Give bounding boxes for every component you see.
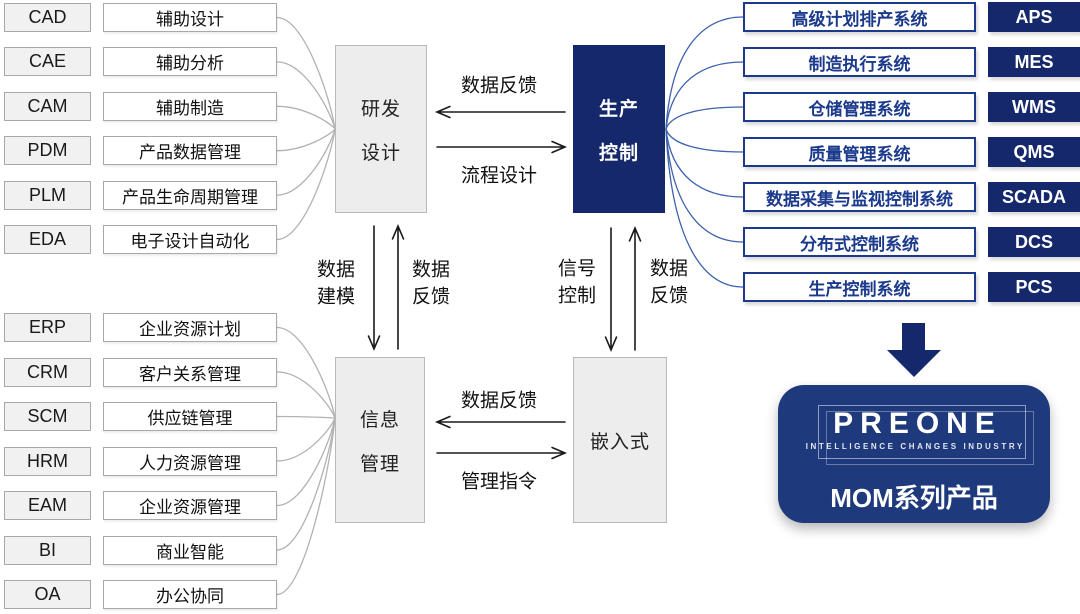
production-control-line1: 生产: [598, 98, 639, 120]
preone-tagline: INTELLIGENCE CHANGES INDUSTRY: [805, 442, 1025, 451]
curve-scm: [276, 415, 336, 419]
embedded-label: 嵌入式: [589, 431, 650, 453]
system-box-qms: 质量管理系统: [743, 137, 976, 167]
flow-arrow-process-design: [436, 140, 568, 154]
rd-design-line2: 设计: [360, 142, 401, 164]
curve-qms: [665, 128, 744, 153]
curve-dcs: [665, 128, 744, 243]
rd-design-box: 研发 设计: [335, 45, 427, 213]
production-control-line2: 控制: [598, 142, 639, 164]
flow-label-management-command: 管理指令: [460, 471, 538, 493]
flow-arrow-data-feedback-top: [434, 105, 566, 119]
curve-cae: [276, 61, 336, 130]
curve-pdm: [276, 128, 336, 152]
flow-arrow-data-feedback-left: [391, 223, 405, 350]
system-box-wms: 仓储管理系统: [743, 92, 976, 122]
curve-crm: [276, 371, 336, 419]
system-box-scada: 数据采集与监视控制系统: [743, 182, 976, 212]
product-name: MOM系列产品: [830, 483, 998, 513]
curve-aps: [665, 16, 744, 130]
flow-label-data-feedback-right: 数据反馈: [649, 258, 688, 306]
info-management-box: 信息 管理: [335, 357, 425, 523]
curve-bi: [276, 417, 336, 551]
flow-label-data-feedback-left: 数据反馈: [411, 259, 450, 307]
preone-logo-card: PREONE INTELLIGENCE CHANGES INDUSTRY MOM…: [778, 385, 1050, 523]
term-box-cae: 辅助分析: [103, 47, 277, 77]
info-management-line1: 信息: [359, 409, 400, 431]
abbr-box-crm: CRM: [4, 357, 91, 387]
term-box-cad: 辅助设计: [103, 3, 277, 32]
curve-mes: [665, 61, 744, 130]
abbr-box-cad: CAD: [4, 3, 91, 32]
logo-frame-outer: [818, 405, 1026, 459]
curve-cad: [276, 16, 336, 130]
term-box-erp: 企业资源计划: [103, 313, 277, 342]
abbr-box-erp: ERP: [4, 313, 91, 342]
abbr-box-scm: SCM: [4, 402, 91, 431]
curve-plm: [276, 128, 336, 196]
term-box-cam: 辅助制造: [103, 91, 277, 121]
curve-hrm: [276, 417, 336, 462]
flow-arrow-signal-control: [604, 227, 618, 353]
curve-eda: [276, 128, 336, 241]
system-badge-aps: APS: [988, 2, 1080, 32]
flow-label-process-design: 流程设计: [460, 165, 538, 187]
preone-wordmark: PREONE: [833, 407, 1002, 440]
term-box-pdm: 产品数据管理: [103, 136, 277, 166]
system-badge-qms: QMS: [988, 137, 1080, 167]
term-box-hrm: 人力资源管理: [103, 446, 277, 476]
flow-label-data-modeling: 数据建模: [316, 259, 355, 307]
flow-arrow-data-feedback-right: [628, 225, 642, 351]
curve-oa: [276, 417, 336, 596]
abbr-box-hrm: HRM: [4, 446, 91, 476]
embedded-box: 嵌入式: [573, 357, 667, 523]
flow-label-data-feedback-bottom: 数据反馈: [460, 390, 538, 412]
term-box-bi: 商业智能: [103, 535, 277, 565]
term-box-scm: 供应链管理: [103, 402, 277, 431]
system-badge-scada: SCADA: [988, 182, 1080, 212]
term-box-eam: 企业资源管理: [103, 491, 277, 520]
system-badge-dcs: DCS: [988, 227, 1080, 257]
system-badge-wms: WMS: [988, 92, 1080, 122]
system-box-mes: 制造执行系统: [743, 47, 976, 77]
abbr-box-cam: CAM: [4, 91, 91, 121]
term-box-eda: 电子设计自动化: [103, 225, 277, 254]
term-box-crm: 客户关系管理: [103, 357, 277, 387]
flow-label-signal-control: 信号控制: [557, 258, 596, 306]
term-box-plm: 产品生命周期管理: [103, 180, 277, 210]
system-badge-pcs: PCS: [988, 272, 1080, 302]
abbr-box-oa: OA: [4, 580, 91, 609]
curve-erp: [276, 326, 336, 419]
abbr-box-bi: BI: [4, 535, 91, 565]
curve-eam: [276, 417, 336, 507]
flow-arrow-data-feedback-bottom: [434, 415, 566, 429]
system-box-pcs: 生产控制系统: [743, 272, 976, 302]
curve-scada: [665, 128, 744, 198]
production-control-box: 生产 控制: [573, 45, 665, 213]
system-box-dcs: 分布式控制系统: [743, 227, 976, 257]
info-management-line2: 管理: [359, 453, 400, 475]
abbr-box-plm: PLM: [4, 180, 91, 210]
system-box-aps: 高级计划排产系统: [743, 2, 976, 32]
flow-arrow-data-modeling: [367, 225, 381, 352]
abbr-box-eam: EAM: [4, 491, 91, 520]
big-down-arrow-icon: [887, 323, 941, 377]
term-box-oa: 办公协同: [103, 580, 277, 609]
flow-label-data-feedback-top: 数据反馈: [460, 75, 538, 97]
logo-frame-inner: [826, 411, 1034, 465]
abbr-box-eda: EDA: [4, 225, 91, 254]
abbr-box-pdm: PDM: [4, 136, 91, 166]
rd-design-line1: 研发: [360, 98, 401, 120]
curve-wms: [665, 106, 744, 130]
system-badge-mes: MES: [988, 47, 1080, 77]
curve-pcs: [665, 128, 744, 288]
abbr-box-cae: CAE: [4, 47, 91, 77]
flow-arrow-management-command: [436, 446, 568, 460]
curve-cam: [276, 105, 336, 130]
